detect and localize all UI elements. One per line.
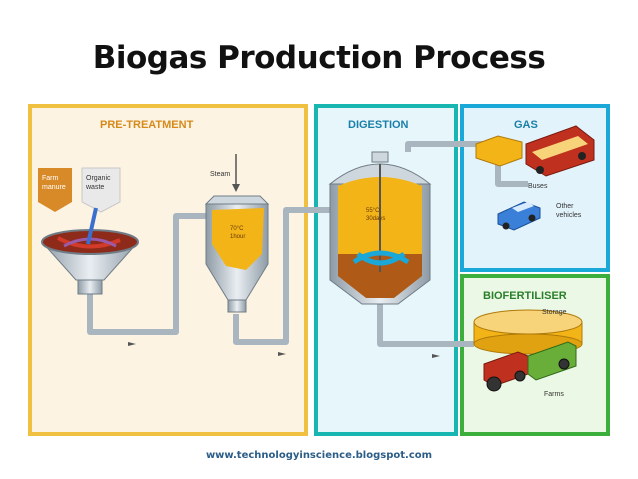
mixing-hopper xyxy=(40,207,140,295)
organic-waste-tag: Organic waste xyxy=(81,167,121,213)
storage-label: Storage xyxy=(542,309,567,316)
mpc-tank-label-2: 30days xyxy=(366,216,385,222)
page-title: Biogas Production Process xyxy=(92,40,546,76)
mpc-tank-label-1: 55°C xyxy=(366,208,380,214)
farm-manure-label-1: Farm xyxy=(42,175,59,182)
organic-waste-label-2: waste xyxy=(85,184,104,191)
farm-manure-label-2: manure xyxy=(42,184,66,191)
gas-storage-box xyxy=(475,135,523,167)
bus-icon xyxy=(525,125,595,177)
biofertiliser-heading: BIOFERTILISER xyxy=(483,290,567,302)
digester-tank: 55°C 30days xyxy=(328,151,432,305)
farms-label: Farms xyxy=(544,391,564,398)
steam-label: Steam xyxy=(210,171,230,178)
tpc-tank-label-2: 1hour xyxy=(230,234,245,240)
tpc-tank-label-1: 70°C xyxy=(230,226,244,232)
other-vehicles-label-1: Other xyxy=(556,203,574,210)
biogas-process-diagram: PRE-TREATMENT DIGESTION GAS BIOFERTILISE… xyxy=(28,104,610,436)
footer-url: www.technologyinscience.blogspot.com xyxy=(205,450,433,461)
gas-heading: GAS xyxy=(514,119,538,131)
other-vehicles-label-2: vehicles xyxy=(556,212,582,219)
tractor-icon xyxy=(483,341,577,392)
pipes xyxy=(87,141,528,347)
organic-waste-label-1: Organic xyxy=(86,175,111,182)
pretreatment-heading: PRE-TREATMENT xyxy=(100,119,194,131)
pipe-arrows xyxy=(128,342,440,358)
farm-manure-tag: Farm manure xyxy=(38,168,72,212)
car-icon xyxy=(497,201,541,231)
pretreatment-tank: 70°C 1hour Steam xyxy=(204,154,270,313)
digestion-heading: DIGESTION xyxy=(348,119,409,131)
buses-label: Buses xyxy=(528,183,548,190)
